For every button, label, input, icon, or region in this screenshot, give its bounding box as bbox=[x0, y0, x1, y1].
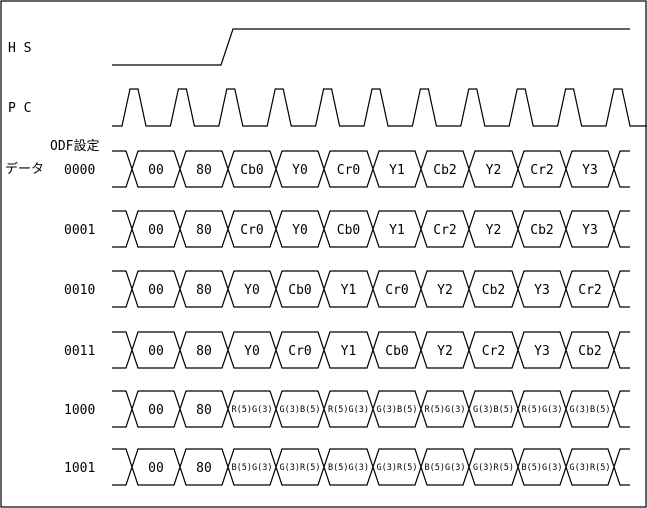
data-cell: 00 bbox=[148, 283, 164, 298]
data-cell: Y1 bbox=[389, 223, 405, 238]
data-cell: 00 bbox=[148, 403, 164, 418]
bus-outline bbox=[112, 448, 630, 486]
pc-label: P C bbox=[8, 101, 31, 116]
data-cell: Y3 bbox=[582, 223, 598, 238]
data-cell: Cb0 bbox=[385, 344, 408, 359]
data-row: 0001 00 80 Cr0 Y0 Cb0 Y1 Cr2 Y2 Cb2 Y3 bbox=[64, 210, 630, 248]
data-cell: G(3)B(5) bbox=[377, 405, 418, 415]
data-cell: R(5)G(3) bbox=[232, 405, 273, 415]
data-cell: Cb2 bbox=[482, 283, 505, 298]
data-cell: Y2 bbox=[486, 163, 502, 178]
data-cell: Cb0 bbox=[337, 223, 360, 238]
data-label: データ bbox=[5, 161, 44, 177]
bus-outline bbox=[112, 150, 630, 188]
data-cell: B(5)G(3) bbox=[328, 463, 369, 473]
data-cell: B(5)G(3) bbox=[232, 463, 273, 473]
data-cell: 80 bbox=[196, 461, 212, 476]
data-row: 1001 00 80 B(5)G(3) G(3)R(5) B(5)G(3) G(3)R(5)… bbox=[64, 448, 630, 486]
data-cell: Cr2 bbox=[578, 283, 601, 298]
data-cell: Cb2 bbox=[578, 344, 601, 359]
data-cell: Y3 bbox=[534, 344, 550, 359]
data-cell: G(3)B(5) bbox=[570, 405, 611, 415]
data-cell: 00 bbox=[148, 223, 164, 238]
bus-outline bbox=[112, 210, 630, 248]
row-code: 1000 bbox=[64, 403, 95, 418]
row-code: 0000 bbox=[64, 163, 95, 178]
data-cell: Y2 bbox=[437, 344, 453, 359]
odf-header: ODF設定 bbox=[50, 138, 99, 154]
data-row: 1000 00 80 R(5)G(3) G(3)B(5) R(5)G(3) G(3)B(5)… bbox=[64, 390, 630, 428]
data-cell: Cr2 bbox=[530, 163, 553, 178]
data-row: 0011 00 80 Y0 Cr0 Y1 Cb0 Y2 Cr2 Y3 Cb2 bbox=[64, 331, 630, 369]
data-cell: Cb2 bbox=[433, 163, 456, 178]
data-row: 0010 00 80 Y0 Cb0 Y1 Cr0 Y2 Cb2 Y3 Cr2 bbox=[64, 270, 630, 308]
data-cell: 80 bbox=[196, 223, 212, 238]
data-cell: Y1 bbox=[341, 283, 357, 298]
bus-outline bbox=[112, 390, 630, 428]
data-cell: Y0 bbox=[244, 344, 260, 359]
data-cell: Cr2 bbox=[433, 223, 456, 238]
row-code: 1001 bbox=[64, 461, 95, 476]
data-cell: G(3)B(5) bbox=[280, 405, 321, 415]
hs-label: H S bbox=[8, 41, 31, 56]
data-cell: B(5)G(3) bbox=[522, 463, 563, 473]
data-cell: G(3)R(5) bbox=[570, 463, 611, 473]
data-cell: Y2 bbox=[437, 283, 453, 298]
data-cell: 00 bbox=[148, 344, 164, 359]
data-cell: 00 bbox=[148, 461, 164, 476]
data-cell: G(3)B(5) bbox=[473, 405, 514, 415]
data-cell: Y0 bbox=[292, 223, 308, 238]
data-cell: R(5)G(3) bbox=[328, 405, 369, 415]
data-cell: Cb0 bbox=[288, 283, 311, 298]
bus-outline bbox=[112, 331, 630, 369]
data-cell: R(5)G(3) bbox=[522, 405, 563, 415]
data-cell: Y0 bbox=[244, 283, 260, 298]
hs-line bbox=[112, 28, 630, 66]
row-code: 0010 bbox=[64, 283, 95, 298]
data-cell: 80 bbox=[196, 403, 212, 418]
data-cell: Y1 bbox=[389, 163, 405, 178]
data-cell: G(3)R(5) bbox=[280, 463, 321, 473]
row-code: 0011 bbox=[64, 344, 95, 359]
data-cell: Y0 bbox=[292, 163, 308, 178]
data-cell: Y3 bbox=[582, 163, 598, 178]
bus-outline bbox=[112, 270, 630, 308]
data-cell: Cr0 bbox=[288, 344, 311, 359]
pc-waveform bbox=[112, 88, 647, 127]
data-cell: 00 bbox=[148, 163, 164, 178]
data-cell: Y3 bbox=[534, 283, 550, 298]
data-cell: 80 bbox=[196, 344, 212, 359]
data-cell: R(5)G(3) bbox=[425, 405, 466, 415]
data-cell: B(5)G(3) bbox=[425, 463, 466, 473]
data-cell: Y1 bbox=[341, 344, 357, 359]
hs-waveform bbox=[112, 28, 630, 66]
data-cell: Cr2 bbox=[482, 344, 505, 359]
data-cell: Cr0 bbox=[385, 283, 408, 298]
pc-clock-line bbox=[112, 88, 647, 127]
data-cell: Cr0 bbox=[337, 163, 360, 178]
data-cell: G(3)R(5) bbox=[377, 463, 418, 473]
data-cell: G(3)R(5) bbox=[473, 463, 514, 473]
data-cell: Cr0 bbox=[240, 223, 263, 238]
data-cell: 80 bbox=[196, 163, 212, 178]
data-cell: 80 bbox=[196, 283, 212, 298]
data-cell: Cb0 bbox=[240, 163, 263, 178]
data-cell: Y2 bbox=[486, 223, 502, 238]
row-code: 0001 bbox=[64, 223, 95, 238]
data-cell: Cb2 bbox=[530, 223, 553, 238]
